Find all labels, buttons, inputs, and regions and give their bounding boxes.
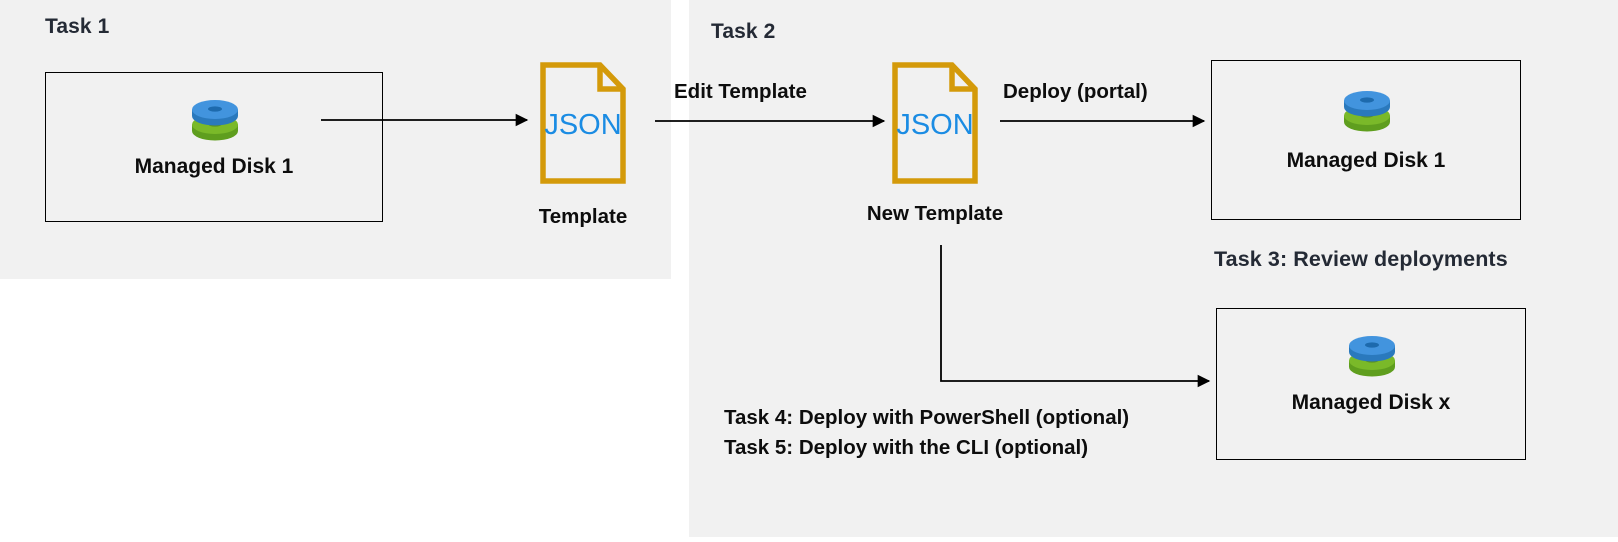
managed-disk-1-label: Managed Disk 1 [134, 155, 294, 178]
task1-panel [0, 0, 671, 279]
task1-heading: Task 1 [45, 15, 110, 38]
svg-text:JSON: JSON [896, 109, 973, 141]
edit-template-label: Edit Template [674, 80, 807, 103]
managed-disk-icon [187, 95, 243, 147]
managed-disk-icon [1344, 331, 1400, 383]
managed-disk-icon [1339, 86, 1395, 138]
managed-disk-x-label: Managed Disk x [1291, 391, 1451, 414]
deploy-portal-label: Deploy (portal) [1003, 80, 1148, 103]
task2-heading: Task 2 [711, 20, 776, 43]
template-caption: Template [538, 205, 628, 228]
managed-disk-x-box: Managed Disk x [1216, 308, 1526, 460]
task4-label: Task 4: Deploy with PowerShell (optional… [724, 406, 1130, 429]
json-file-icon: JSON [540, 62, 626, 184]
json-file-icon: JSON [892, 62, 978, 184]
managed-disk-1-label: Managed Disk 1 [1286, 149, 1446, 172]
new-template-caption: New Template [866, 202, 1004, 225]
managed-disk-1-box-task2: Managed Disk 1 [1211, 60, 1521, 220]
svg-text:JSON: JSON [544, 109, 621, 141]
managed-disk-1-box-task1: Managed Disk 1 [45, 72, 383, 222]
optional-tasks-list: Task 4: Deploy with PowerShell (optional… [724, 403, 1129, 462]
task5-label: Task 5: Deploy with the CLI (optional) [724, 435, 1089, 459]
task3-heading: Task 3: Review deployments [1214, 247, 1508, 271]
